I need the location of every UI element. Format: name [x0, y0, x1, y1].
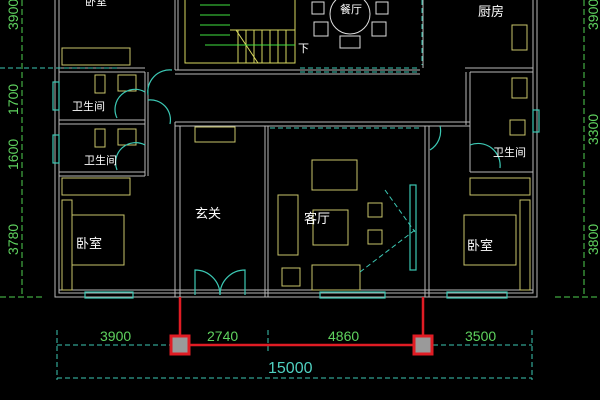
grip-handle-right[interactable]: [412, 334, 434, 356]
room-label-bedroom-bottom-left: 卧室: [76, 236, 102, 252]
windows: [52, 69, 540, 299]
room-label-bedroom-top-left: 卧室: [85, 0, 107, 8]
furniture: [61, 24, 531, 291]
room-label-entrance: 玄关: [195, 207, 221, 222]
bottom-dim-4: 3500: [465, 328, 496, 344]
room-label-living: 客厅: [304, 211, 330, 227]
stair-down-label: 下: [298, 42, 309, 55]
room-label-bathroom-left-1: 卫生间: [72, 99, 105, 113]
left-dim-2: 1700: [5, 84, 21, 115]
room-label-bathroom-right: 卫生间: [493, 145, 526, 159]
room-label-kitchen: 厨房: [478, 4, 504, 20]
bottom-dim-1: 3900: [100, 328, 131, 344]
right-dim-3: 3800: [585, 224, 600, 255]
left-dim-3: 1600: [5, 139, 21, 170]
walls: [54, 0, 538, 298]
left-dim-1: 3900: [5, 0, 21, 30]
bottom-dim-3: 4860: [328, 328, 359, 344]
right-dim-1: 3900: [585, 0, 600, 30]
dining-table: [311, 0, 389, 49]
total-dimension: 15000: [268, 360, 313, 377]
selected-polyline[interactable]: [178, 297, 425, 347]
bottom-dim-2: 2740: [207, 328, 238, 344]
staircase: [184, 0, 296, 64]
room-label-bathroom-left-2: 卫生间: [84, 153, 117, 167]
room-label-bedroom-bottom-right: 卧室: [467, 238, 493, 254]
left-dim-4: 3780: [5, 224, 21, 255]
room-label-dining: 餐厅: [340, 2, 362, 16]
grip-handle-left[interactable]: [169, 334, 191, 356]
right-dim-2: 3300: [585, 114, 600, 145]
